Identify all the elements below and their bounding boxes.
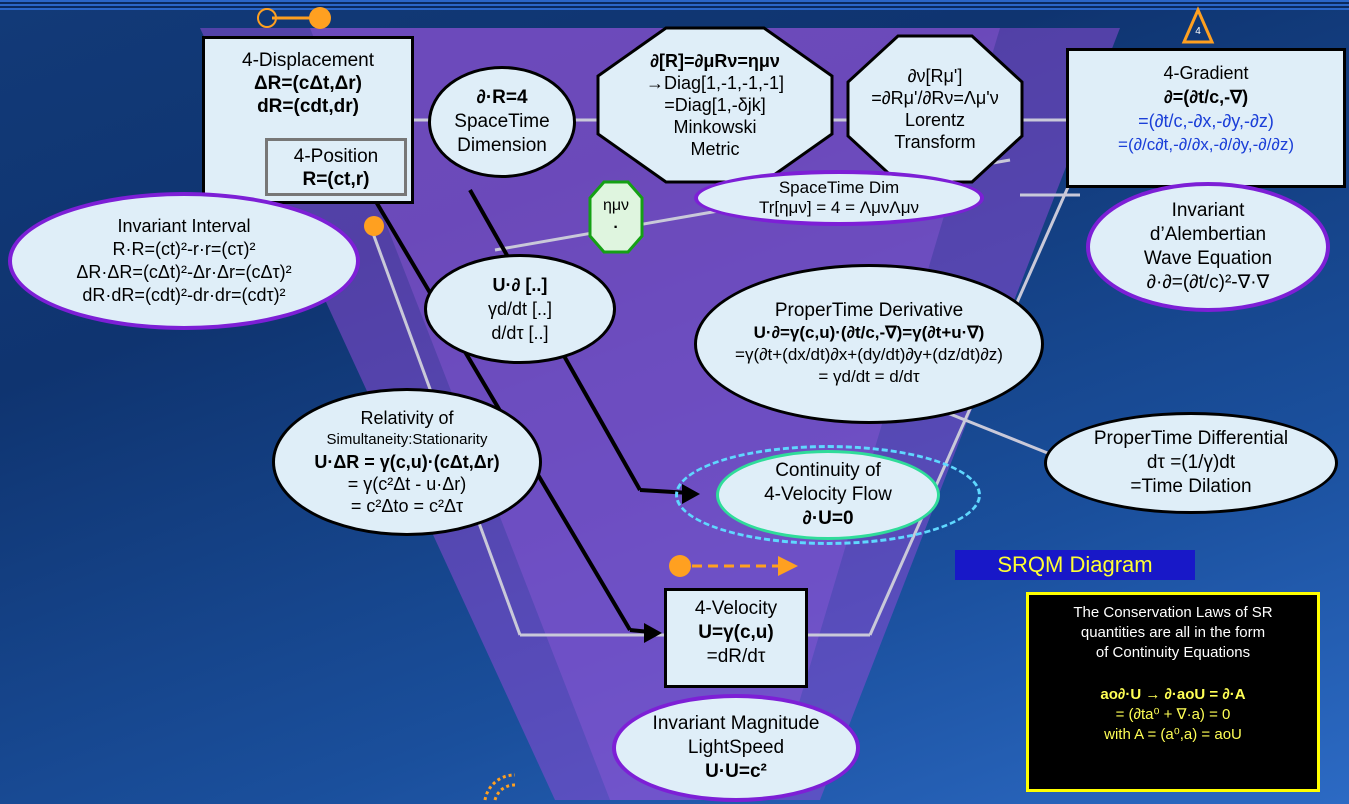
ptd-line2: =γ(∂t+(dx/dt)∂x+(dy/dt)∂y+(dz/dt)∂z) xyxy=(735,345,1003,364)
note-line1: The Conservation Laws of SR xyxy=(1073,604,1273,621)
relativity-node: Relativity of Simultaneity:Stationarity … xyxy=(272,388,542,536)
stdim-line1: SpaceTime Dim xyxy=(778,178,900,197)
continuity-node: Continuity of 4-Velocity Flow ∂·U=0 xyxy=(716,450,940,540)
spacetime-dimension-node: ∂·R=4 SpaceTime Dimension xyxy=(428,66,576,178)
minkowski-line1: ∂[R]=∂μRν=ημν xyxy=(650,51,780,71)
interval-line3: dR·dR=(cdt)²-dr·dr=(cdτ)² xyxy=(82,285,286,305)
note-line3: of Continuity Equations xyxy=(1095,644,1251,661)
ops-line3: d/dτ [..] xyxy=(491,323,549,343)
dal-line1: Invariant xyxy=(1171,200,1245,221)
std-line1: ∂·R=4 xyxy=(476,87,528,108)
rel-subtitle: Simultaneity:Stationarity xyxy=(326,431,488,448)
note-line4: ao∂·U → ∂·aoU = ∂·A xyxy=(1100,686,1246,703)
velocity-line1: U=γ(c,u) xyxy=(698,622,774,643)
gradient-line1: ∂=(∂t/c,-∇) xyxy=(1163,87,1249,107)
gradient-line2: =(∂t/c,-∂x,-∂y,-∂z) xyxy=(1138,111,1274,131)
ops-line1: U·∂ [..] xyxy=(492,275,548,295)
lorentz-line3: Lorentz xyxy=(904,110,966,130)
srqm-title: SRQM Diagram xyxy=(955,550,1195,580)
velocity-title: 4-Velocity xyxy=(694,598,778,619)
gradient-line3: =(∂/c∂t,-∂/∂x,-∂/∂y,-∂/∂z) xyxy=(1118,135,1294,154)
continuity-dashed-ring xyxy=(675,445,981,545)
displacement-line2: dR=(cdt,dr) xyxy=(257,96,359,117)
ptd-line3: = γd/dt = d/dτ xyxy=(818,367,920,386)
displacement-title: 4-Displacement xyxy=(242,50,374,71)
note-line6: with A = (a⁰,a) = aoU xyxy=(1104,726,1242,743)
position-box: 4-Position R=(ct,r) xyxy=(265,138,407,196)
spacetime-dim-node: SpaceTime Dim Tr[ημν] = 4 = ΛμνΛμν xyxy=(694,170,984,226)
mag-line3: U·U=c² xyxy=(705,761,767,782)
ptd-title: ProperTime Derivative xyxy=(774,300,964,321)
gradient-box: 4-Gradient ∂=(∂t/c,-∇) =(∂t/c,-∂x,-∂y,-∂… xyxy=(1066,48,1346,188)
dal-line4: ∂·∂=(∂t/c)²-∇·∇ xyxy=(1146,272,1270,293)
mag-line2: LightSpeed xyxy=(687,737,785,758)
position-line1: R=(ct,r) xyxy=(302,169,370,190)
ptdiff-line1: dτ =(1/γ)dt xyxy=(1146,452,1236,473)
conservation-note: The Conservation Laws of SR quantities a… xyxy=(1026,592,1320,792)
lorentz-line1: ∂ν[Rμ'] xyxy=(907,66,963,86)
stdim-line2: Tr[ημν] = 4 = ΛμνΛμν xyxy=(758,198,920,217)
interval-line1: R·R=(ct)²-r·r=(cτ)² xyxy=(112,239,256,259)
minkowski-metric-node: ∂[R]=∂μRν=ημν →Diag[1,-1,-1,-1] =Diag[1,… xyxy=(596,26,834,184)
propertime-differential-node: ProperTime Differential dτ =(1/γ)dt =Tim… xyxy=(1044,412,1338,514)
eta-line2: · xyxy=(613,219,619,236)
invariant-magnitude-node: Invariant Magnitude LightSpeed U·U=c² xyxy=(612,694,860,802)
cont-line1: Continuity of xyxy=(775,460,881,481)
operators-node: U·∂ [..] γd/dt [..] d/dτ [..] xyxy=(424,254,616,364)
note-line2: quantities are all in the form xyxy=(1080,624,1266,641)
invariant-interval-node: Invariant Interval R·R=(ct)²-r·r=(cτ)² Δ… xyxy=(8,192,360,330)
velocity-line2: =dR/dτ xyxy=(706,646,766,667)
gradient-title: 4-Gradient xyxy=(1163,63,1249,83)
ptdiff-line2: =Time Dilation xyxy=(1130,476,1252,497)
lorentz-line4: Transform xyxy=(894,132,976,152)
position-title: 4-Position xyxy=(293,146,379,167)
dal-line3: Wave Equation xyxy=(1143,248,1273,269)
minkowski-line4: Minkowski xyxy=(673,117,757,137)
eta-line1: ημν xyxy=(602,197,630,214)
ptdiff-title: ProperTime Differential xyxy=(1093,428,1289,449)
rel-line2: = γ(c²Δt - u·Δr) xyxy=(347,474,467,494)
minkowski-line5: Metric xyxy=(690,139,740,159)
interval-title: Invariant Interval xyxy=(117,216,251,236)
mag-line1: Invariant Magnitude xyxy=(652,713,820,734)
note-line5: = (∂ta⁰ + ∇·a) = 0 xyxy=(1115,706,1231,723)
velocity-box: 4-Velocity U=γ(c,u) =dR/dτ xyxy=(664,588,808,688)
rel-line3: = c²Δto = c²Δτ xyxy=(350,496,464,516)
cont-line3: ∂·U=0 xyxy=(802,508,854,529)
top-stripe xyxy=(0,0,1349,10)
displacement-line1: ΔR=(cΔt,Δr) xyxy=(253,73,362,94)
rel-title: Relativity of xyxy=(360,408,454,428)
rel-line1: U·ΔR = γ(c,u)·(cΔt,Δr) xyxy=(314,452,500,472)
dalembertian-node: Invariant d’Alembertian Wave Equation ∂·… xyxy=(1086,182,1330,312)
dal-line2: d’Alembertian xyxy=(1149,224,1267,245)
lorentz-transform-node: ∂ν[Rμ'] =∂Rμ'/∂Rν=Λμ'ν Lorentz Transform xyxy=(846,34,1024,184)
interval-line2: ΔR·ΔR=(cΔt)²-Δr·Δr=(cΔτ)² xyxy=(76,262,292,282)
cont-line2: 4-Velocity Flow xyxy=(764,484,892,505)
ptd-line1: U·∂=γ(c,u)·(∂t/c,-∇)=γ(∂t+u·∇) xyxy=(753,323,985,342)
std-line2: SpaceTime xyxy=(454,111,550,132)
corner-badge: 4 xyxy=(1195,26,1201,37)
minkowski-line2: →Diag[1,-1,-1,-1] xyxy=(645,73,785,93)
lorentz-line2: =∂Rμ'/∂Rν=Λμ'ν xyxy=(871,88,999,108)
std-line3: Dimension xyxy=(457,135,547,156)
eta-badge: ημν · xyxy=(588,180,644,254)
propertime-derivative-node: ProperTime Derivative U·∂=γ(c,u)·(∂t/c,-… xyxy=(694,264,1044,424)
minkowski-line3: =Diag[1,-δjk] xyxy=(664,95,766,115)
ops-line2: γd/dt [..] xyxy=(487,299,553,319)
